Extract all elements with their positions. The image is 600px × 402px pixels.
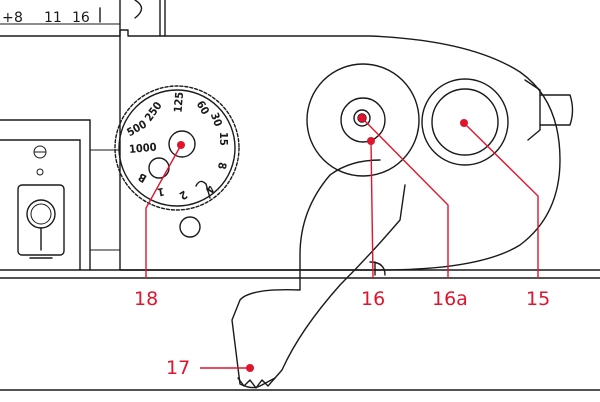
main-switch-lever bbox=[231, 159, 406, 389]
scale-16: 16 bbox=[72, 10, 90, 26]
dial-125: 125 bbox=[171, 91, 186, 113]
svg-text:+: + bbox=[2, 10, 14, 26]
lens-distance-scale: + 8 11 16 bbox=[2, 0, 143, 26]
callout-16a: 16a bbox=[358, 114, 468, 310]
dial-500: 500 bbox=[125, 118, 149, 140]
label-15: 15 bbox=[526, 288, 550, 310]
callout-15: 15 bbox=[460, 119, 550, 310]
dial-250: 250 bbox=[142, 99, 165, 123]
label-18: 18 bbox=[134, 288, 158, 310]
label-16a: 16a bbox=[432, 288, 468, 310]
dial-B: B bbox=[136, 170, 149, 185]
callout-18: 18 bbox=[134, 141, 185, 310]
dial-1: 1 bbox=[156, 185, 165, 199]
dial-8: 8 bbox=[215, 161, 229, 170]
dial-30: 30 bbox=[208, 111, 225, 128]
dial-2: 2 bbox=[177, 188, 190, 203]
dial-60: 60 bbox=[194, 99, 212, 118]
dial-15: 15 bbox=[217, 132, 230, 146]
label-17: 17 bbox=[166, 357, 190, 379]
scale-8: 8 bbox=[14, 10, 23, 26]
label-16: 16 bbox=[361, 288, 385, 310]
shutter-speed-dial: 1000 500 250 125 60 30 15 8 4 2 1 B bbox=[114, 85, 240, 238]
dial-markings: 1000 500 250 125 60 30 15 8 4 2 1 B bbox=[125, 91, 230, 202]
flash-shoe-area bbox=[0, 119, 120, 271]
dial-1000: 1000 bbox=[129, 141, 158, 156]
callout-17: 17 bbox=[166, 357, 254, 379]
function-button bbox=[421, 78, 509, 166]
scale-11: 11 bbox=[44, 10, 62, 26]
callout-16: 16 bbox=[361, 137, 385, 310]
dial-4: 4 bbox=[202, 183, 217, 196]
